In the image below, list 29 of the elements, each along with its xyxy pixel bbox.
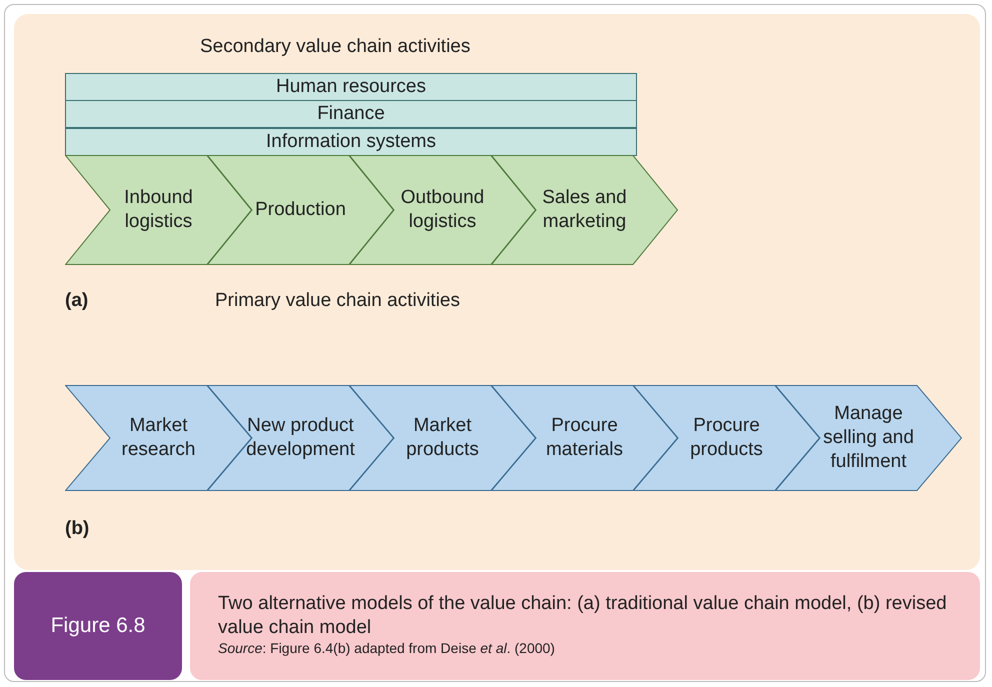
chevron-shape	[775, 385, 962, 491]
section-label: Primary value chain activities	[215, 290, 460, 312]
activity-label: Manage selling and fulfilment	[822, 402, 915, 474]
chevron-shape	[491, 155, 678, 265]
chevron-shape	[207, 155, 394, 265]
section-label: Secondary value chain activities	[200, 36, 470, 58]
source-note: Source: Figure 6.4(b) adapted from Deise et al. (2000)	[218, 640, 556, 657]
activity-label: Outbound logistics	[400, 186, 486, 234]
activity-band: Finance	[65, 100, 637, 128]
figure-number-box: Figure 6.8	[14, 572, 182, 680]
panel-letter: (b)	[65, 518, 90, 540]
activity-label: Production	[254, 198, 347, 222]
activity-label: New product development	[245, 414, 356, 462]
activity-label: Market products	[405, 414, 480, 462]
panel-letter: (a)	[65, 290, 88, 312]
activity-label: Sales and marketing	[541, 186, 628, 234]
chevron-shape	[65, 155, 252, 265]
chevron-shape	[633, 385, 820, 491]
activity-label: Market research	[120, 414, 196, 462]
activity-label: Inbound logistics	[123, 186, 194, 234]
chevron-shape	[349, 155, 536, 265]
chevron-shape	[207, 385, 394, 491]
activity-band: Information systems	[65, 128, 637, 156]
chevron-shape	[491, 385, 678, 491]
caption-panel	[190, 572, 980, 680]
activity-band: Human resources	[65, 73, 637, 101]
activity-label: Procure products	[689, 414, 764, 462]
caption-text: Two alternative models of the value chain: (a) traditional value chain model, (b) revised value chain model	[218, 592, 948, 640]
activity-label: Procure materials	[544, 414, 624, 462]
